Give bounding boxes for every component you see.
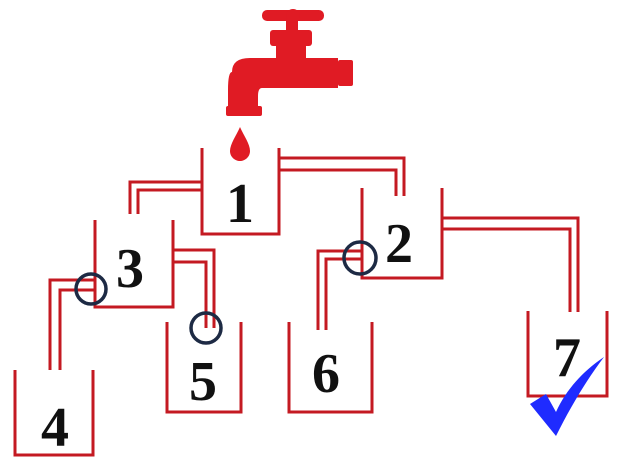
blocked-circle-icon [342,240,378,276]
faucet-icon [226,9,353,116]
pipe-2-to-6 [316,249,362,330]
container-4 [13,370,95,457]
pipe-3-to-4 [48,278,95,370]
container-2 [360,188,444,280]
container-label-6: 6 [312,343,340,405]
container-label-5: 5 [189,351,217,413]
water-drop-icon [230,127,250,161]
container-label-4: 4 [41,397,69,459]
blocked-circle-icon [74,272,108,306]
container-5 [165,322,243,414]
pipe-2-to-7 [442,216,580,312]
container-label-2: 2 [385,213,413,275]
container-label-7: 7 [553,327,581,389]
container-label-3: 3 [116,238,144,300]
blocked-circle-icon [189,311,223,345]
container-label-1: 1 [226,173,254,235]
pipe-network [13,148,609,457]
pipe-1-to-2 [279,156,406,196]
pipe-1-to-3 [128,180,202,214]
pipe-3-to-5 [173,248,216,328]
checkmark-icon [530,357,604,436]
container-6 [287,322,374,414]
